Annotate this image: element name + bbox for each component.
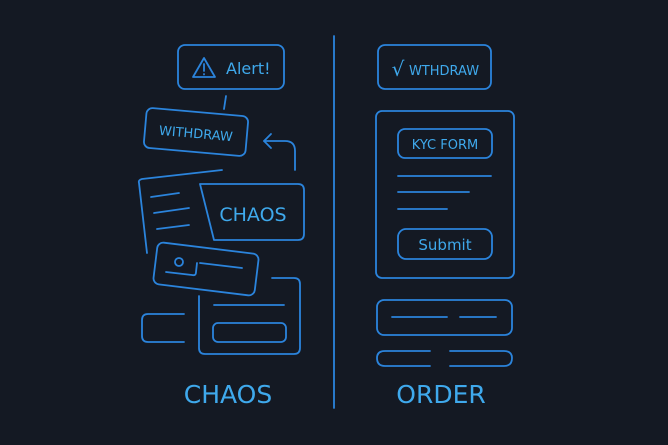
connector-line bbox=[223, 95, 227, 110]
withdraw-box-tilted bbox=[143, 107, 249, 157]
withdraw-label-tilted: WITHDRAW bbox=[158, 124, 233, 145]
arrow-head-icon bbox=[263, 133, 272, 149]
chaos-card bbox=[199, 183, 305, 241]
document-card bbox=[137, 169, 223, 254]
bottom-card bbox=[198, 277, 301, 355]
radio-icon bbox=[174, 257, 184, 267]
submit-label: Submit bbox=[418, 236, 471, 254]
input-card-tilted bbox=[152, 241, 260, 297]
chaos-title: CHAOS bbox=[184, 380, 272, 409]
kyc-form-label: KYC FORM bbox=[412, 138, 478, 153]
kyc-form-card bbox=[375, 110, 515, 279]
left-bar bbox=[141, 313, 185, 343]
order-block-2-right bbox=[449, 350, 513, 367]
withdraw-box bbox=[377, 44, 492, 90]
bottom-card-button bbox=[212, 322, 287, 343]
chaos-card-label: CHAOS bbox=[219, 204, 286, 226]
kyc-form-header bbox=[397, 128, 493, 159]
curved-arrow-icon bbox=[263, 140, 296, 171]
check-icon: √ bbox=[392, 57, 405, 81]
submit-button bbox=[397, 228, 493, 260]
order-block-2-left bbox=[376, 350, 431, 367]
order-title: ORDER bbox=[396, 380, 485, 409]
alert-box bbox=[177, 44, 285, 90]
alert-label: Alert! bbox=[226, 59, 271, 78]
withdraw-label: WTHDRAW bbox=[409, 64, 479, 79]
warning-icon bbox=[192, 57, 216, 78]
order-block-1 bbox=[376, 299, 513, 336]
